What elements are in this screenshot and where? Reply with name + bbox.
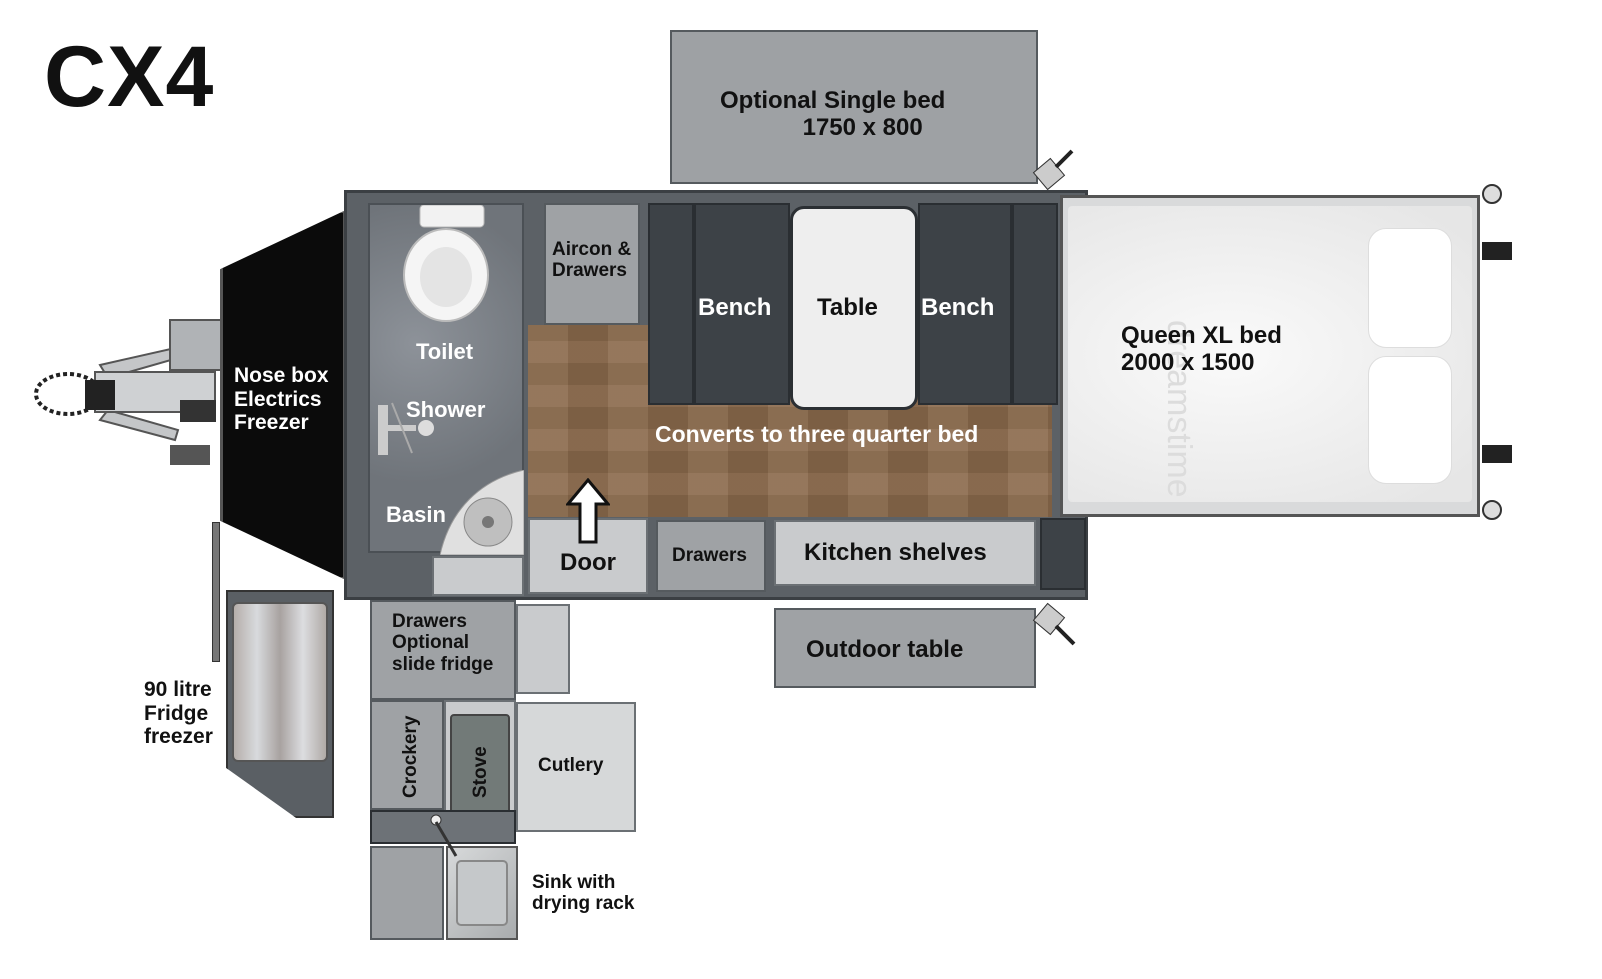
fridge-freezer xyxy=(232,602,328,762)
optional-single-bed-label: Optional Single bed 1750 x 800 xyxy=(720,87,946,141)
sink-label: Sink with drying rack xyxy=(532,872,635,915)
table-label: Table xyxy=(817,294,878,321)
shower-tap-icon xyxy=(378,402,434,455)
converts-label: Converts to three quarter bed xyxy=(655,421,979,447)
pillow-bottom xyxy=(1368,356,1452,484)
sink-bowl xyxy=(456,860,508,926)
rear-corner-cabinet xyxy=(1040,518,1086,590)
basin-label: Basin xyxy=(386,502,446,527)
crockery xyxy=(370,700,444,810)
toilet-icon xyxy=(403,205,489,322)
aircon-drawers-label: Aircon & Drawers xyxy=(552,239,632,282)
toilet-label: Toilet xyxy=(416,339,474,364)
optional-single-bed xyxy=(670,30,1038,184)
cutlery-label: Cutlery xyxy=(538,755,604,776)
pillow-top xyxy=(1368,228,1452,348)
tap-icon xyxy=(430,814,458,857)
outdoor-table xyxy=(774,608,1036,688)
bench-left xyxy=(694,203,790,405)
drawers-label: Drawers xyxy=(672,545,747,566)
outdoor-table-label: Outdoor table xyxy=(806,636,964,663)
aircon-drawers xyxy=(544,203,640,325)
bathroom-step xyxy=(432,556,524,596)
basin-icon xyxy=(440,470,524,555)
plan-title: CX4 xyxy=(44,29,215,125)
door-arrow-icon xyxy=(566,478,610,544)
kitchen-shelves xyxy=(774,520,1036,586)
drawers-slide-fridge xyxy=(370,600,516,700)
bench-left-label: Bench xyxy=(698,294,772,321)
slide-fridge-drawer xyxy=(516,604,570,694)
drawers-slide-fridge-label: Drawers Optional slide fridge xyxy=(392,611,494,675)
bench-left-back xyxy=(648,203,694,405)
sink-cabinet xyxy=(370,846,444,940)
fridge-label: 90 litre Fridge freezer xyxy=(144,678,213,749)
drawers xyxy=(656,520,766,592)
fridge-arm xyxy=(212,522,220,662)
stove-label: Stove xyxy=(470,746,491,798)
side-jack-lower-icon xyxy=(1032,602,1076,646)
door-label: Door xyxy=(560,549,616,576)
cutlery-drawer xyxy=(516,702,636,832)
bench-right xyxy=(918,203,1012,405)
shower-label: Shower xyxy=(406,397,486,422)
dinette-table xyxy=(790,206,918,410)
rear-jack-icon xyxy=(1482,184,1512,520)
kitchen-shelves-label: Kitchen shelves xyxy=(804,539,987,566)
queen-bed-label: Queen XL bed 2000 x 1500 xyxy=(1121,322,1282,376)
bench-right-label: Bench xyxy=(921,294,995,321)
drawbar-hitch-icon xyxy=(34,319,223,465)
side-jack-icon xyxy=(1032,149,1074,191)
nose-box-label: Nose box Electrics Freezer xyxy=(234,364,329,435)
crockery-label: Crockery xyxy=(400,715,421,798)
kitchen-connector xyxy=(370,810,516,844)
bench-right-back xyxy=(1012,203,1058,405)
